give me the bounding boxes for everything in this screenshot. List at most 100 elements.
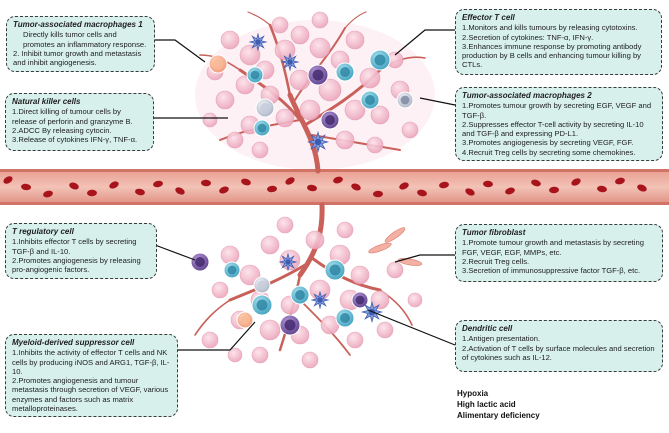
tumor-cell	[407, 292, 423, 308]
red-blood-cell	[373, 190, 383, 198]
tumor-cell	[290, 25, 310, 45]
red-blood-cell	[87, 189, 97, 197]
mdsc-cell	[236, 311, 254, 329]
red-blood-cell	[571, 178, 581, 186]
red-blood-cell	[333, 176, 343, 184]
tumor-cell	[220, 245, 240, 265]
red-blood-cells	[3, 176, 647, 198]
tumor-cell	[401, 121, 419, 139]
blood-vessel	[0, 169, 669, 205]
note-lactic-acid: High lactic acid	[457, 400, 516, 409]
dendritic-cell	[310, 290, 330, 310]
tumor-cell	[318, 78, 342, 102]
fibroblast-cell	[384, 227, 406, 243]
tumor-cell	[370, 105, 390, 125]
tumor-cell	[346, 331, 364, 349]
mdsc-line-1: 1.Inhibits the activity of effector T ce…	[12, 348, 170, 376]
tumor-cell	[289, 69, 311, 91]
macrophage-cell	[253, 119, 271, 137]
red-blood-cell	[21, 183, 31, 191]
fibroblast-line-2: 2.Recruit Treg cells.	[462, 256, 530, 266]
treg-cell	[320, 110, 340, 130]
effector-t-line-1: 1.Monitors and kills tumours by releasin…	[462, 23, 638, 33]
tumor-cell	[376, 321, 394, 339]
macrophage-m1-cell	[208, 54, 228, 74]
red-blood-cell	[531, 179, 541, 187]
fibroblast-line-1: 1.Promote tumour growth and metastasis b…	[462, 238, 644, 257]
effector-t-line-2: 2.Secretion of cytokines: TNF-α, IFN-γ.	[462, 32, 594, 42]
treg-cell	[307, 64, 329, 86]
fibroblast-cell	[397, 258, 423, 266]
tam1-title: Tumor-associated macrophages 1	[13, 20, 143, 29]
fibroblast-box: Tumor fibroblast 1.Promote tumour growth…	[455, 224, 663, 282]
nk-title: Natural killer cells	[12, 97, 81, 106]
tumor-cell	[386, 261, 404, 279]
note-hypoxia: Hypoxia	[457, 389, 489, 398]
tumor-microenvironment-cells	[190, 11, 423, 369]
nk-cell	[255, 98, 275, 118]
macrophage-cell	[335, 308, 355, 328]
macrophage-m2-cell	[396, 91, 414, 109]
tumor-cell	[239, 264, 261, 286]
tumor-cell	[259, 319, 281, 341]
red-blood-cell	[549, 186, 559, 194]
red-blood-cell	[307, 184, 317, 192]
tumor-cell	[336, 221, 354, 239]
dendritic-cell	[248, 32, 268, 52]
nk-box: Natural killer cells 1.Direct killing of…	[5, 93, 154, 151]
red-blood-cell	[285, 177, 295, 185]
fibroblast-cell	[368, 242, 392, 254]
tumor-cell	[275, 108, 295, 128]
red-blood-cell	[637, 184, 647, 192]
dendritic-line-1: 1.Antigen presentation.	[462, 334, 541, 344]
tumor-cell	[301, 351, 319, 369]
tumor-cell	[276, 216, 294, 234]
tumor-cell	[299, 99, 321, 121]
mdsc-title: Myeloid-derived suppressor cell	[12, 338, 135, 347]
mdsc-box: Myeloid-derived suppressor cell 1.Inhibi…	[5, 334, 178, 417]
tumor-cell	[239, 44, 261, 66]
macrophage-cell	[360, 90, 380, 110]
tumor-cell	[335, 130, 355, 150]
tam2-line-2: 2.Suppresses effector T-cell activity by…	[462, 119, 644, 139]
tam2-box: Tumor-associated macrophages 2 1.Promote…	[455, 87, 663, 161]
red-blood-cell	[175, 187, 185, 195]
tumor-cell	[215, 90, 235, 110]
mdsc-line-2: 2.Promotes angiogenesis and tumour metas…	[12, 376, 169, 414]
dendritic-cell	[306, 130, 330, 154]
tam1-box: Tumor-associated macrophages 1 Directly …	[6, 16, 155, 72]
macrophage-cell	[246, 66, 264, 84]
macrophage-cell	[223, 261, 241, 279]
tam2-title: Tumor-associated macrophages 2	[462, 91, 592, 100]
connector-lines	[154, 29, 456, 351]
treg-cell	[351, 291, 369, 309]
red-blood-cell	[615, 177, 625, 185]
dendritic-cell	[278, 252, 298, 272]
tumor-cell	[227, 347, 243, 363]
tumor-cell	[202, 112, 218, 128]
macrophage-cell	[251, 294, 273, 316]
nk-line-2: 2.ADCC By releasing cytocin.	[12, 125, 112, 135]
tumor-cell	[271, 16, 289, 34]
red-blood-cell	[3, 176, 13, 184]
red-blood-cell	[69, 182, 79, 190]
treg-line-2: 2.Promotes angiogenesis by releasing pro…	[12, 255, 141, 275]
treg-cell	[279, 314, 301, 336]
tumor-cell	[220, 30, 240, 50]
red-blood-cell	[267, 185, 277, 193]
tumor-cell	[309, 37, 331, 59]
red-blood-cell	[219, 186, 229, 194]
macrophage-cell	[290, 285, 310, 305]
red-blood-cell	[241, 178, 251, 186]
treg-box: T regulatory cell 1.Inhibits effector T …	[5, 223, 157, 279]
red-blood-cell	[201, 179, 211, 187]
fibroblast-line-3: 3.Secretion of immunosuppressive factor …	[462, 266, 641, 276]
red-blood-cell	[135, 188, 145, 196]
treg-title: T regulatory cell	[12, 227, 74, 236]
tumor-cell	[366, 136, 384, 154]
nk-line-1: 1.Direct killing of tumour cells by rele…	[12, 107, 133, 126]
tam1-line-1: Directly kills tumor cells and promotes …	[23, 30, 147, 49]
red-blood-cell	[109, 181, 119, 189]
tam2-line-1: 1.Promotes tumour growth by secreting EG…	[462, 101, 652, 120]
effector-t-box: Effector T cell 1.Monitors and kills tum…	[455, 9, 662, 75]
